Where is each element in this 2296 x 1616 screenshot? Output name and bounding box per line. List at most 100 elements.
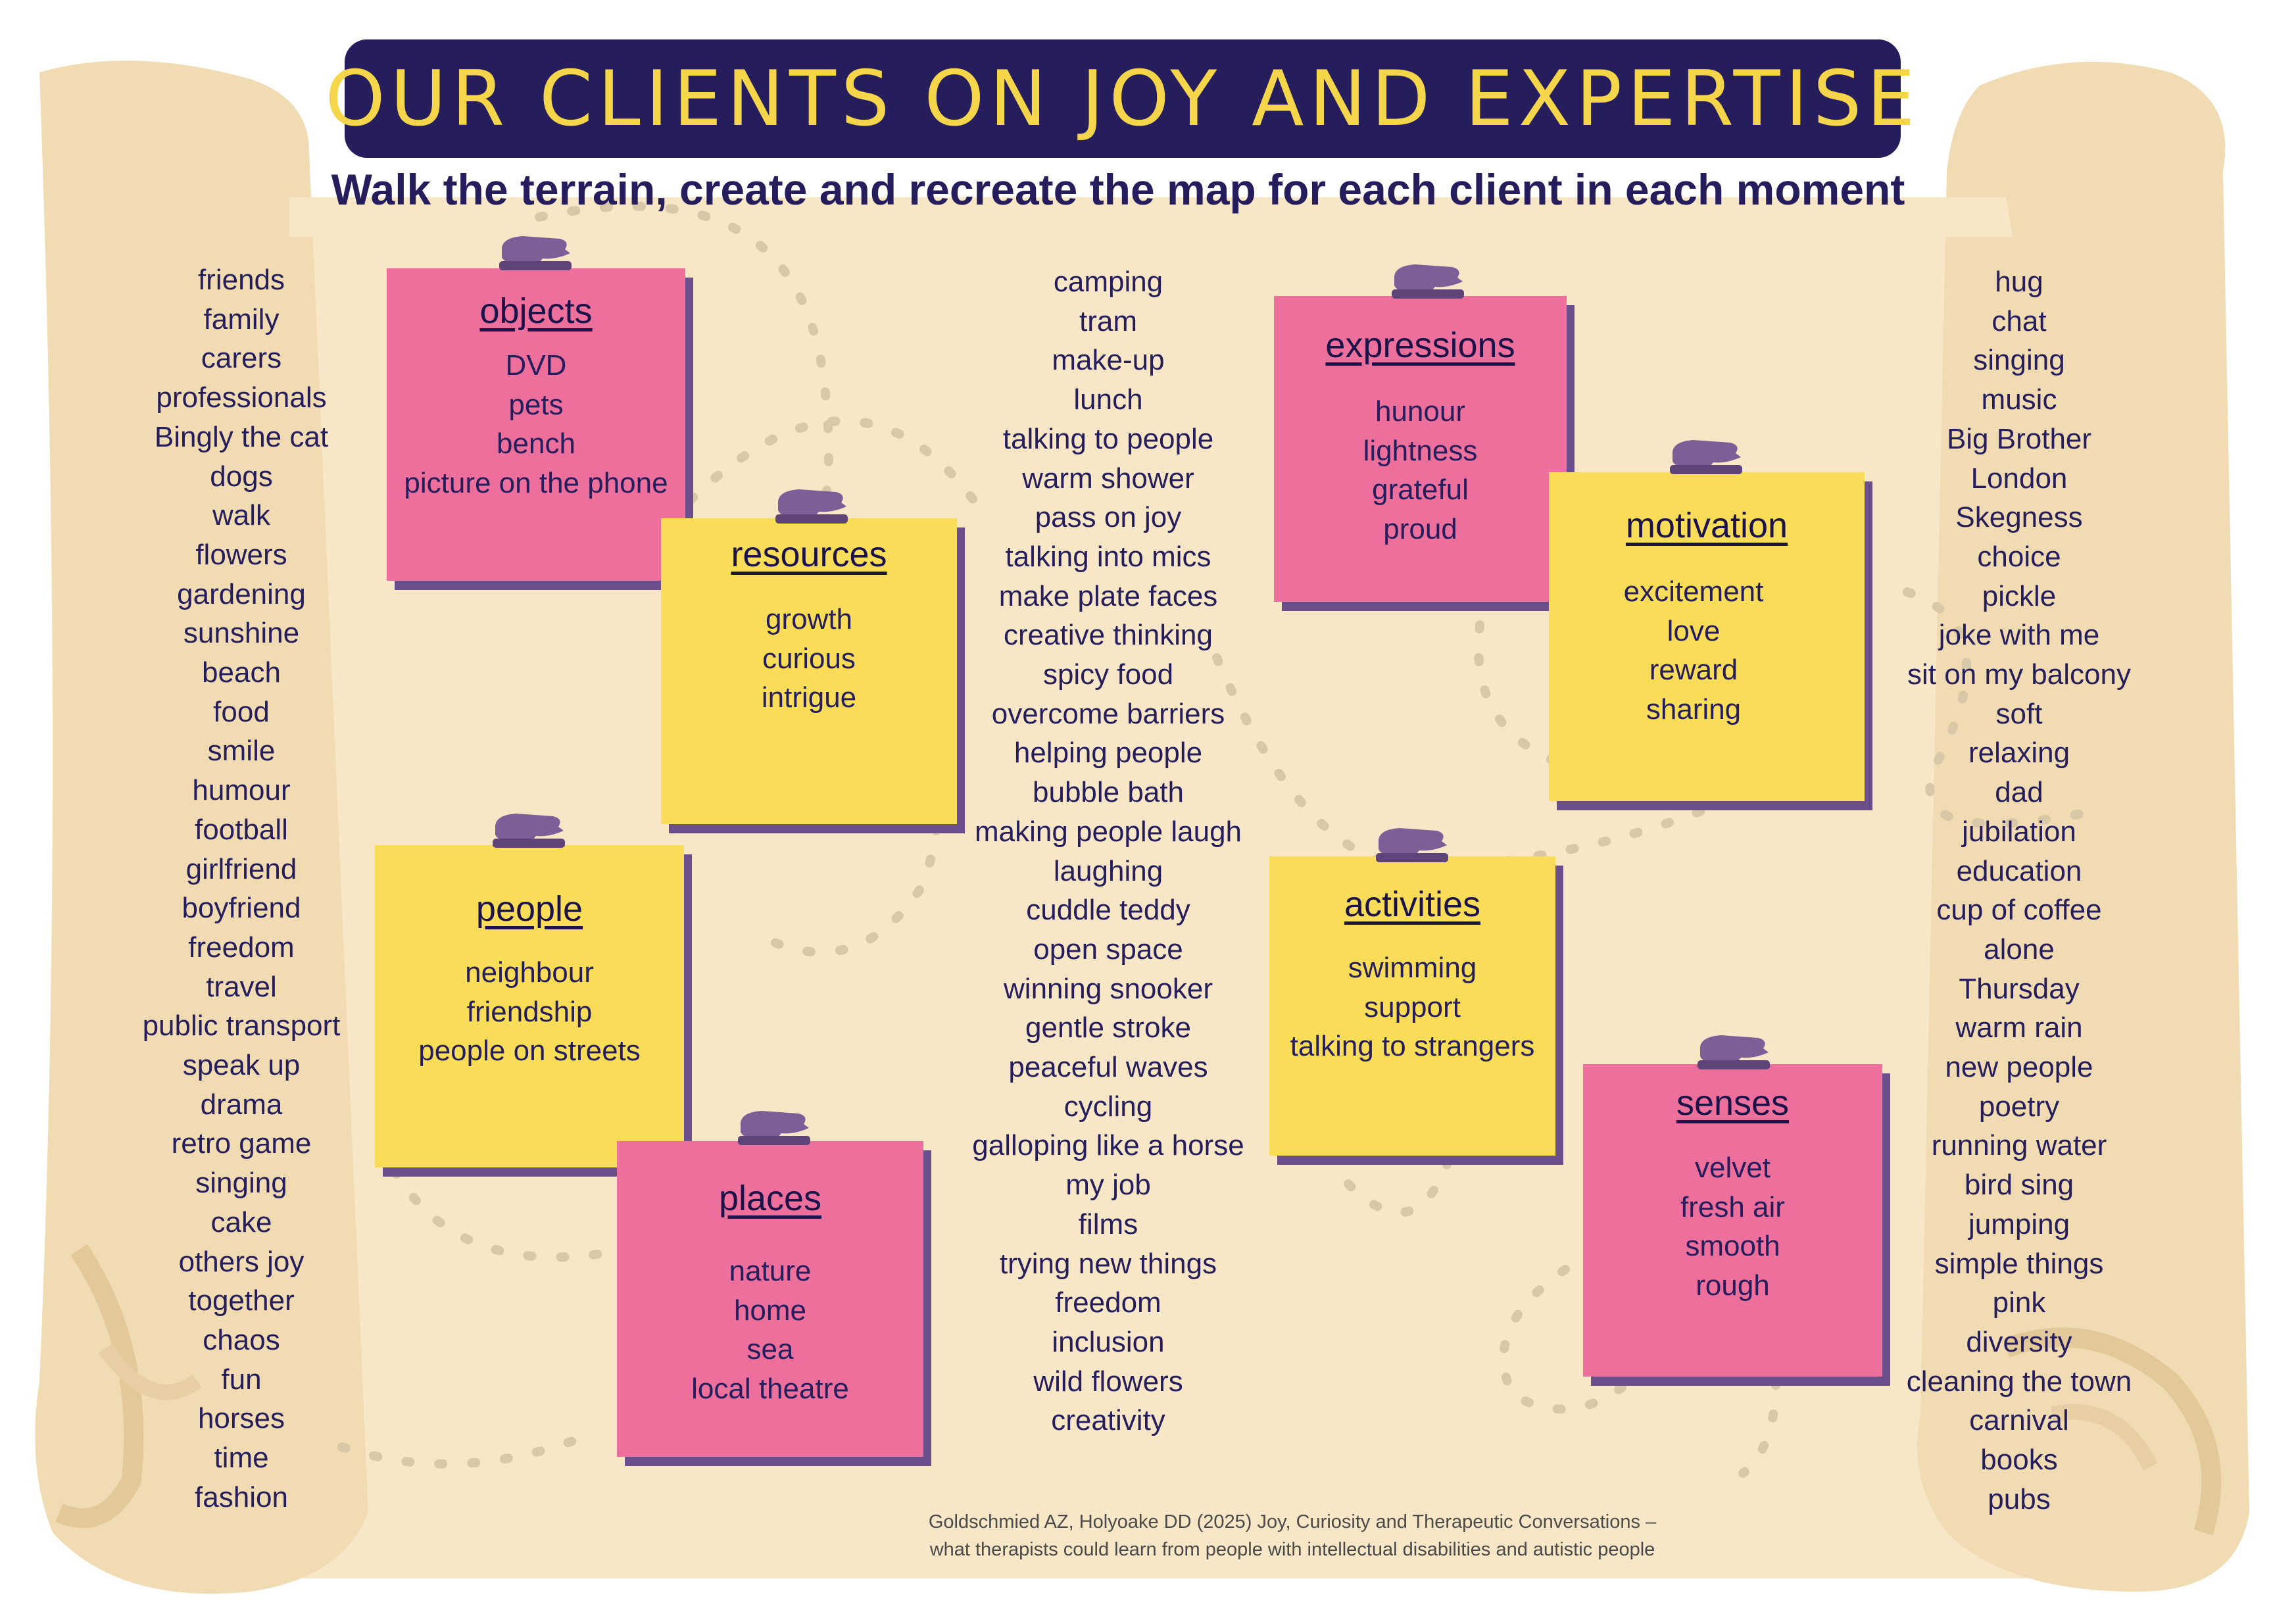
note-resources-title: resources bbox=[731, 535, 887, 574]
list-item: hunour bbox=[1375, 395, 1465, 428]
list-item: freedom bbox=[188, 931, 295, 964]
list-item: reward bbox=[1649, 654, 1738, 686]
list-item: walk bbox=[212, 499, 271, 532]
list-item: pubs bbox=[1988, 1482, 2051, 1515]
note-expressions-title: expressions bbox=[1325, 326, 1515, 365]
list-item: neighbour bbox=[465, 956, 594, 989]
list-item: sharing bbox=[1646, 693, 1742, 725]
pin-icon bbox=[1698, 1035, 1770, 1069]
pin-icon bbox=[775, 489, 848, 524]
list-item: poetry bbox=[1978, 1090, 2060, 1123]
pin-icon bbox=[1670, 440, 1742, 474]
list-item: London bbox=[1970, 462, 2068, 495]
list-item: singing bbox=[195, 1167, 287, 1200]
list-item: sit on my balcony bbox=[1907, 658, 2131, 691]
list-item: fashion bbox=[195, 1481, 288, 1513]
pin-icon bbox=[493, 814, 565, 848]
list-item: gardening bbox=[177, 577, 306, 610]
list-item: music bbox=[1981, 383, 2057, 416]
note-expressions: expressions hunour lightness grateful proud bbox=[1274, 296, 1567, 602]
list-item: growth bbox=[765, 603, 853, 635]
list-item: boyfriend bbox=[182, 892, 301, 925]
list-item: films bbox=[1078, 1208, 1138, 1240]
list-item: spicy food bbox=[1042, 658, 1174, 691]
page-title: OUR CLIENTS ON JOY AND EXPERTISE bbox=[325, 54, 1920, 143]
list-item: choice bbox=[1977, 540, 2061, 573]
list-item: overcome barriers bbox=[991, 697, 1225, 730]
list-item: pink bbox=[1992, 1286, 2046, 1319]
list-item: proud bbox=[1383, 512, 1457, 545]
parchment-right-roll bbox=[1917, 62, 2249, 1592]
note-objects-title: objects bbox=[479, 291, 593, 331]
list-item: food bbox=[213, 695, 270, 728]
citation-line-2: what therapists could learn from people … bbox=[929, 1539, 1655, 1560]
list-item: football bbox=[195, 813, 288, 846]
list-item: trying new things bbox=[999, 1247, 1217, 1280]
list-item: speak up bbox=[182, 1049, 301, 1082]
list-item: dogs bbox=[210, 460, 273, 493]
citation: Goldschmied AZ, Holyoake DD (2025) Joy, … bbox=[816, 1508, 1769, 1563]
list-item: horses bbox=[197, 1402, 285, 1435]
list-item: simple things bbox=[1934, 1247, 2104, 1280]
note-senses-title: senses bbox=[1676, 1083, 1790, 1123]
list-item: professionals bbox=[156, 381, 327, 414]
list-item: cleaning the town bbox=[1906, 1365, 2132, 1398]
list-item: local theatre bbox=[691, 1372, 849, 1405]
list-item: bench bbox=[497, 428, 575, 460]
list-item: swimming bbox=[1348, 952, 1477, 984]
list-item: joke with me bbox=[1938, 619, 2100, 652]
list-item: friends bbox=[197, 264, 285, 296]
list-item: Thursday bbox=[1959, 972, 2080, 1005]
list-item: make-up bbox=[1052, 344, 1165, 377]
list-item: nature bbox=[729, 1255, 812, 1287]
list-item: support bbox=[1364, 991, 1461, 1023]
list-item: carers bbox=[201, 342, 282, 375]
list-item: lightness bbox=[1363, 434, 1478, 467]
list-item: make plate faces bbox=[998, 579, 1218, 612]
list-item: others joy bbox=[178, 1245, 305, 1278]
list-item: together bbox=[188, 1285, 295, 1317]
list-item: home bbox=[733, 1294, 807, 1327]
list-item: freedom bbox=[1055, 1286, 1161, 1319]
list-item: time bbox=[214, 1442, 269, 1475]
list-item: new people bbox=[1945, 1051, 2093, 1084]
list-item: alone bbox=[1984, 933, 2055, 966]
list-item: DVD bbox=[505, 349, 567, 381]
list-item: singing bbox=[1973, 344, 2065, 377]
list-item: wild flowers bbox=[1033, 1365, 1183, 1398]
list-item: fresh air bbox=[1680, 1190, 1785, 1223]
list-item: fun bbox=[221, 1363, 262, 1396]
list-item: smile bbox=[207, 735, 276, 768]
list-item: drama bbox=[200, 1088, 283, 1121]
list-item: cuddle teddy bbox=[1026, 894, 1190, 927]
list-item: winning snooker bbox=[1004, 972, 1213, 1005]
list-item: public transport bbox=[142, 1010, 341, 1042]
list-item: pass on joy bbox=[1035, 501, 1182, 534]
list-item: bird sing bbox=[1964, 1169, 2074, 1202]
list-item: sea bbox=[746, 1333, 794, 1365]
list-item: creative thinking bbox=[1004, 619, 1213, 652]
list-item: lunch bbox=[1073, 383, 1143, 416]
pin-icon bbox=[1376, 828, 1448, 862]
list-item: love bbox=[1667, 614, 1721, 647]
list-item: rough bbox=[1696, 1269, 1770, 1302]
list-item: running water bbox=[1931, 1129, 2107, 1162]
list-item: my job bbox=[1065, 1169, 1151, 1202]
list-item: grateful bbox=[1372, 474, 1469, 506]
list-item: intrigue bbox=[761, 681, 857, 714]
list-item: inclusion bbox=[1052, 1325, 1165, 1358]
list-item: peaceful waves bbox=[1008, 1051, 1208, 1084]
list-item: jubilation bbox=[1962, 815, 2076, 848]
note-people-title: people bbox=[476, 889, 583, 929]
list-item: galloping like a horse bbox=[972, 1129, 1244, 1162]
list-item: carnival bbox=[1969, 1404, 2069, 1437]
